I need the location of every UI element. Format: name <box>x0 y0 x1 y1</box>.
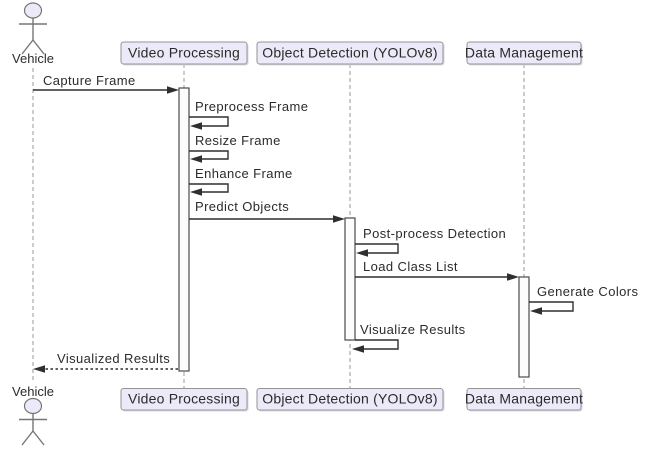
arrowhead-left-icon <box>530 307 542 315</box>
message-resize-frame: Resize Frame <box>189 133 281 163</box>
participant-box <box>120 388 248 411</box>
participant-label: Object Detection (YOLOv8) <box>262 45 437 61</box>
participant-top-video-processing: Video Processing <box>120 41 249 66</box>
participant-box <box>466 41 582 65</box>
actor-label-top: Vehicle <box>12 51 54 66</box>
message-post-process-detection: Post-process Detection <box>355 226 506 257</box>
participant-label: Data Management <box>465 45 583 61</box>
self-message-loop <box>355 243 399 254</box>
participant-bottom-video-processing: Video Processing <box>120 388 249 412</box>
self-message-loop <box>189 183 229 193</box>
self-message-loop <box>355 339 399 350</box>
actor-head-icon <box>23 397 43 415</box>
actor-leg-left <box>21 430 34 446</box>
arrowhead-left-icon <box>352 345 364 353</box>
arrowhead-left-icon <box>190 155 202 163</box>
message-label: Capture Frame <box>43 73 136 88</box>
message-generate-colors: Generate Colors <box>529 284 638 315</box>
arrowhead-right-icon <box>167 86 179 94</box>
message-label: Visualized Results <box>57 351 170 366</box>
message-label: Preprocess Frame <box>195 99 308 114</box>
participant-box <box>120 41 248 65</box>
message-label: Visualize Results <box>360 322 466 337</box>
message-visualize-results: Visualize Results <box>352 322 466 353</box>
activation-bar-video-processing <box>178 87 190 372</box>
arrowhead-left-icon <box>33 365 45 373</box>
participant-label: Data Management <box>465 391 583 407</box>
message-predict-objects: Predict Objects <box>189 199 345 223</box>
message-label: Enhance Frame <box>195 166 293 181</box>
message-preprocess-frame: Preprocess Frame <box>189 99 308 130</box>
actor-head-icon <box>23 2 43 19</box>
arrowhead-left-icon <box>190 188 202 196</box>
actor-leg-right <box>32 430 45 446</box>
self-message-loop <box>189 150 229 160</box>
self-message-loop <box>529 301 574 312</box>
message-capture-frame: Capture Frame <box>33 73 179 94</box>
actor-vehicle-top: Vehicle <box>12 2 54 66</box>
actor-vehicle-bottom: Vehicle <box>12 384 54 446</box>
participant-bottom-data-management: Data Management <box>465 388 583 412</box>
message-label: Post-process Detection <box>363 226 506 241</box>
message-load-class-list: Load Class List <box>355 259 519 281</box>
participant-box <box>466 388 582 411</box>
participant-top-data-management: Data Management <box>465 41 583 66</box>
message-visualized-results: Visualized Results <box>33 351 178 373</box>
arrowhead-left-icon <box>356 249 368 257</box>
activation-bar-data-management <box>518 276 530 378</box>
arrowhead-left-icon <box>190 122 202 130</box>
message-label: Predict Objects <box>195 199 289 214</box>
participant-box <box>256 388 444 411</box>
participant-bottom-object-detection: Object Detection (YOLOv8) <box>256 388 445 412</box>
arrowhead-right-icon <box>507 273 519 281</box>
participant-box <box>256 41 444 65</box>
participant-label: Video Processing <box>128 45 240 61</box>
participant-label: Video Processing <box>128 391 240 407</box>
arrowhead-right-icon <box>333 215 345 223</box>
message-label: Load Class List <box>363 259 458 274</box>
participant-label: Object Detection (YOLOv8) <box>262 391 437 407</box>
participant-top-object-detection: Object Detection (YOLOv8) <box>256 41 445 66</box>
message-enhance-frame: Enhance Frame <box>189 166 293 196</box>
message-label: Generate Colors <box>537 284 638 299</box>
message-label: Resize Frame <box>195 133 281 148</box>
actor-leg-left <box>21 39 34 55</box>
actor-leg-right <box>32 39 45 55</box>
self-message-loop <box>189 116 229 127</box>
activation-bar-object-detection <box>344 217 356 341</box>
actor-label-bottom: Vehicle <box>12 384 54 399</box>
